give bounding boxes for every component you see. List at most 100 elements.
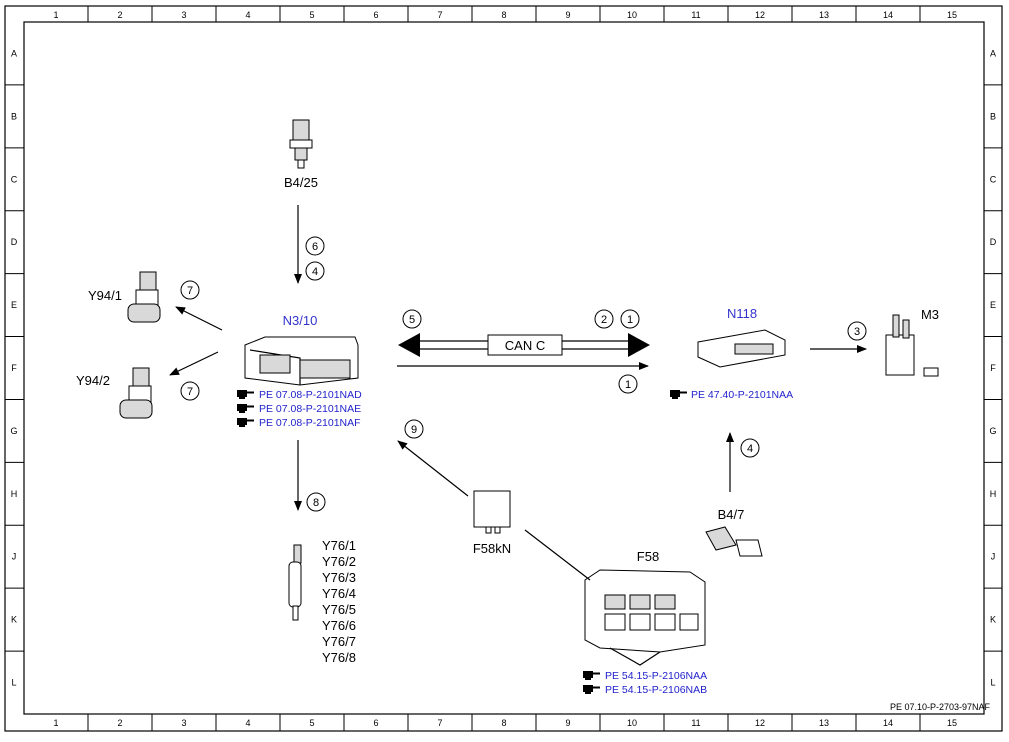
svg-text:1: 1 [625,379,631,391]
grid-label: 5 [309,10,314,20]
label-n3-10: N3/10 [283,313,318,328]
grid-label: L [11,678,16,688]
injector-label: Y76/8 [322,650,356,665]
grid-label: 12 [755,10,765,20]
ref-ecu-2[interactable]: PE 07.08-P-2101NAE [259,403,361,415]
grid-label: J [12,552,17,562]
fuse-box-f58: F58 [584,549,706,666]
label-y94-1: Y94/1 [88,288,122,303]
svg-text:9: 9 [411,424,417,436]
valve-y94-1: Y94/1 [88,271,161,323]
grid-label: 13 [819,718,829,728]
sensor-b4-7: B4/7 [705,507,763,557]
grid-label: B [11,111,17,121]
grid-label: B [990,111,996,121]
svg-text:4: 4 [312,266,318,278]
footer-code: PE 07.10-P-2703-97NAF [890,702,991,712]
grid-label: L [990,678,995,688]
signal-marker: 1 [620,309,640,329]
line-relay-to-fuse-box [524,529,591,581]
ref-module-1[interactable]: PE 47.40-P-2101NAA [691,389,793,401]
pointing-hand-icon [670,390,687,399]
grid-label: E [990,300,996,310]
injector-label: Y76/6 [322,618,356,633]
signal-marker: 8 [306,492,326,512]
grid-label: 6 [373,718,378,728]
grid-label: K [990,615,996,625]
arrow-relay-to-ecu [397,440,469,497]
ref-ecu-1[interactable]: PE 07.08-P-2101NAD [259,389,362,401]
grid-label: 9 [565,10,570,20]
grid-label: 5 [309,718,314,728]
grid-label: G [10,426,17,436]
grid-label: 13 [819,10,829,20]
label-y94-2: Y94/2 [76,373,110,388]
grid-label: 1 [53,10,58,20]
grid-label: F [990,363,996,373]
pump-m3: M3 [885,307,939,377]
grid-label: A [990,48,996,58]
svg-text:3: 3 [854,326,860,338]
grid-label: 4 [245,718,250,728]
label-n118: N118 [727,306,757,321]
signal-marker: 1 [618,374,638,394]
injector-label: Y76/4 [322,586,356,601]
grid-label: 11 [691,718,700,728]
grid-label: 8 [501,718,506,728]
signal-marker: 7 [180,381,200,401]
grid-label: 10 [627,10,637,20]
grid-label: 11 [691,10,700,20]
ecu-n3-10: N3/10 [244,313,359,386]
label-m3: M3 [921,307,939,322]
grid-label: C [990,174,997,184]
grid-label: 14 [883,718,893,728]
label-b4-7: B4/7 [718,507,745,522]
grid-label: 8 [501,10,506,20]
grid-label: G [989,426,996,436]
grid-label: 9 [565,718,570,728]
grid-label: 1 [53,718,58,728]
ref-fuse-box-1[interactable]: PE 54.15-P-2106NAA [605,670,707,682]
grid-label: 3 [181,10,186,20]
inner-frame [23,21,985,715]
arrow-ecu-to-y94-2 [169,351,219,376]
pointing-hand-icon [583,685,600,694]
pointing-hand-icon [237,390,254,399]
injector-label: Y76/3 [322,570,356,585]
grid-label: 10 [627,718,637,728]
relay-f58kn: F58kN [473,490,511,556]
sensor-b4-25: B4/25 [284,119,318,190]
injector-label: Y76/5 [322,602,356,617]
svg-text:1: 1 [627,314,633,326]
ref-ecu-3[interactable]: PE 07.08-P-2101NAF [259,417,361,429]
label-f58: F58 [637,549,659,564]
signal-markers: 6 4 7 7 5 2 1 1 3 4 9 8 [180,236,867,512]
svg-text:4: 4 [747,443,753,455]
grid-label: 12 [755,718,765,728]
grid-label: 7 [437,10,442,20]
ref-fuse-box-2[interactable]: PE 54.15-P-2106NAB [605,684,707,696]
outer-frame [4,5,1003,732]
grid-label: H [11,489,18,499]
grid-label: H [990,489,997,499]
grid-label: 15 [947,10,957,20]
grid-label: 2 [117,718,122,728]
signal-marker: 5 [402,309,422,329]
grid-label: 15 [947,718,957,728]
pointing-hand-icon [237,418,254,427]
grid-label: D [11,237,18,247]
injector-label: Y76/7 [322,634,356,649]
arrow-ecu-to-y94-1 [175,306,223,331]
svg-text:7: 7 [187,386,193,398]
grid-label: 2 [117,10,122,20]
grid-label: 3 [181,718,186,728]
grid-label: C [11,174,18,184]
injector-labels: Y76/1 Y76/2 Y76/3 Y76/4 Y76/5 Y76/6 Y76/… [322,538,356,665]
svg-text:7: 7 [187,285,193,297]
module-references: PE 47.40-P-2101NAA [670,389,793,401]
label-b4-25: B4/25 [284,175,318,190]
grid-label: K [11,615,17,625]
svg-text:6: 6 [312,241,318,253]
